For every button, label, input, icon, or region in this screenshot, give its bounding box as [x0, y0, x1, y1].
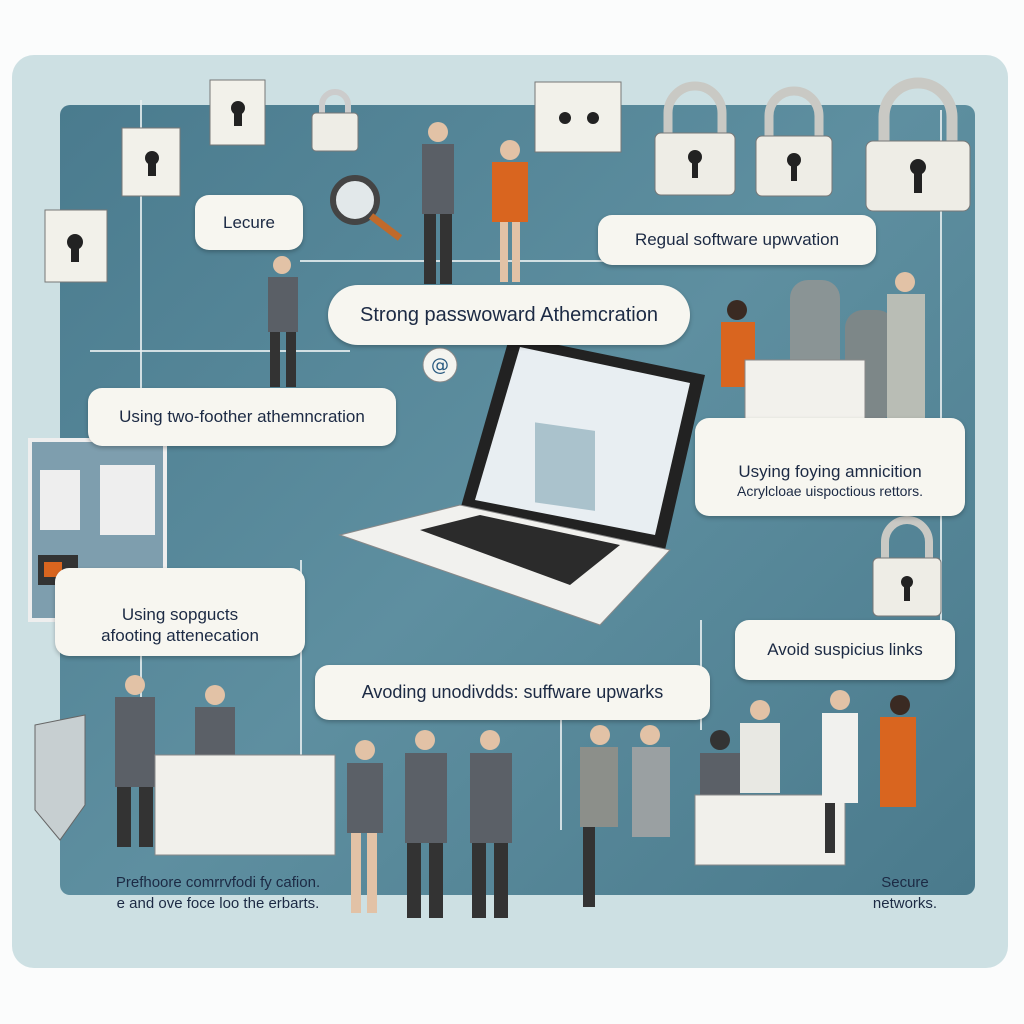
- laptop-illustration: [338, 335, 705, 626]
- label-text: Lecure: [223, 212, 275, 232]
- label-text: Using two-foother athemncration: [119, 407, 365, 427]
- padlock-icon: [872, 516, 942, 617]
- secure-networks-caption: Secure networks.: [860, 872, 950, 914]
- keyhole-card-icon: [209, 79, 266, 146]
- label-text: Avoding unodivdds: suffware upwarks: [361, 682, 664, 703]
- padlock-icon: [311, 89, 359, 152]
- caption-line: Prefhoore comrrvfodi fy cafion.: [115, 874, 321, 891]
- person-illustration: [268, 256, 298, 387]
- label-text: Avoid suspicius links: [767, 640, 923, 660]
- connector: [90, 350, 350, 352]
- keyhole-card-icon: [534, 81, 622, 153]
- padlock-icon: [865, 77, 971, 212]
- shield-icon: [34, 714, 86, 841]
- caption-line: networks.: [872, 895, 938, 912]
- label-avoid-links: Avoid suspicius links: [735, 620, 955, 680]
- magnifier-icon: [330, 175, 403, 241]
- svg-text:@: @: [431, 355, 449, 376]
- connector: [300, 260, 720, 262]
- label-strong-password: Strong passwoward Athemcration: [328, 285, 690, 345]
- caption-line: Secure: [881, 874, 929, 891]
- connector: [560, 720, 562, 830]
- email-bubble-icon: @: [422, 347, 458, 383]
- people-illustration: [721, 272, 925, 424]
- people-meeting-illustration: [115, 675, 916, 918]
- label-line: afooting attenecation: [101, 625, 259, 645]
- label-title: Usying foying amnicition: [738, 462, 922, 482]
- label-avoding-updates: Avoding unodivdds: suffware upwarks: [315, 665, 710, 720]
- connector: [940, 110, 942, 630]
- keyhole-card-icon: [121, 127, 181, 197]
- padlock-icon: [755, 86, 833, 197]
- padlock-icon: [654, 81, 736, 196]
- label-regular-updates: Regual software upwvation: [598, 215, 876, 265]
- bottom-caption: Prefhoore comrrvfodi fy cafion. e and ove…: [88, 872, 348, 914]
- label-subtitle: Acrylcloae uispoctious rettors.: [737, 482, 923, 499]
- label-text: Strong passwoward Athemcration: [360, 303, 658, 326]
- label-text: Regual software upwvation: [634, 230, 840, 250]
- connector: [300, 560, 302, 760]
- label-line: Using sopgucts: [121, 604, 239, 624]
- keyhole-card-icon: [44, 209, 108, 283]
- label-two-factor: Using two-foother athemncration: [88, 388, 396, 446]
- people-illustration: [422, 122, 528, 284]
- caption-line: e and ove foce loo the erbarts.: [116, 895, 320, 912]
- label-lecure: Lecure: [195, 195, 303, 250]
